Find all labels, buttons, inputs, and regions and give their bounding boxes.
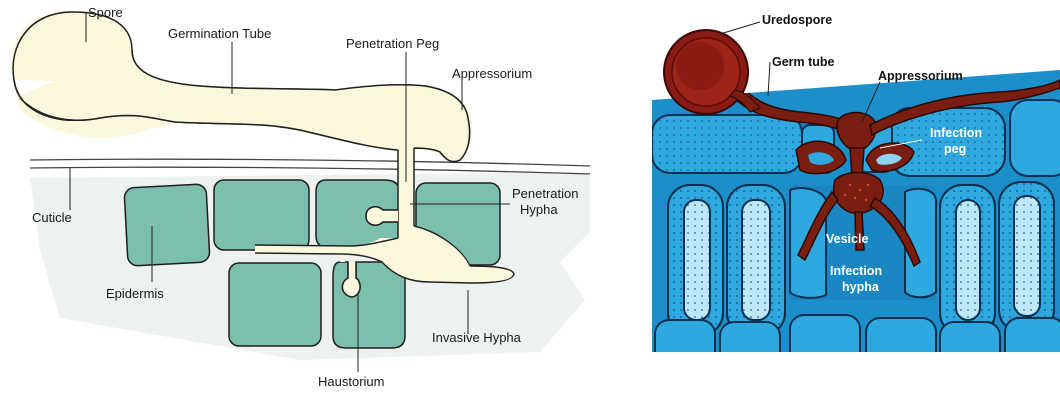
label-infection-peg-line2: peg xyxy=(944,142,966,156)
left-diagram-fungal-infection: Spore Germination Tube Penetration Peg A… xyxy=(11,5,590,389)
label-infection-hypha-line1: Infection xyxy=(830,264,882,278)
label-infection-peg-line1: Infection xyxy=(930,126,982,140)
label-germ-tube: Germ tube xyxy=(772,55,835,69)
label-epidermis: Epidermis xyxy=(106,286,164,301)
epidermal-cell xyxy=(229,263,321,346)
label-appressorium: Appressorium xyxy=(878,69,963,83)
label-appressorium: Appressorium xyxy=(452,66,532,81)
label-germination-tube: Germination Tube xyxy=(168,26,271,41)
haustorium-upper xyxy=(366,207,398,225)
epidermal-cell xyxy=(124,184,210,266)
leader-uredospore xyxy=(720,22,760,34)
label-cuticle: Cuticle xyxy=(32,210,72,225)
right-diagram-rust-infection: Uredospore Germ tube Appressorium Infect… xyxy=(652,13,1060,373)
label-invasive-hypha: Invasive Hypha xyxy=(432,330,522,345)
label-vesicle: Vesicle xyxy=(826,232,868,246)
label-uredospore: Uredospore xyxy=(762,13,832,27)
spore-top-outline xyxy=(13,12,335,90)
label-penetration-peg: Penetration Peg xyxy=(346,36,439,51)
epidermal-cell-with-haustorium xyxy=(333,262,405,348)
cuticle-layer xyxy=(30,159,590,166)
leader-germ-tube xyxy=(768,62,770,96)
label-infection-hypha-line2: hypha xyxy=(842,280,880,294)
uredospore xyxy=(664,30,760,114)
label-haustorium: Haustorium xyxy=(318,374,384,389)
epidermal-cell xyxy=(214,180,309,250)
label-penetration-hypha-line2: Hypha xyxy=(520,202,558,217)
label-spore: Spore xyxy=(88,5,123,20)
label-penetration-hypha-line1: Penetration xyxy=(512,186,579,201)
